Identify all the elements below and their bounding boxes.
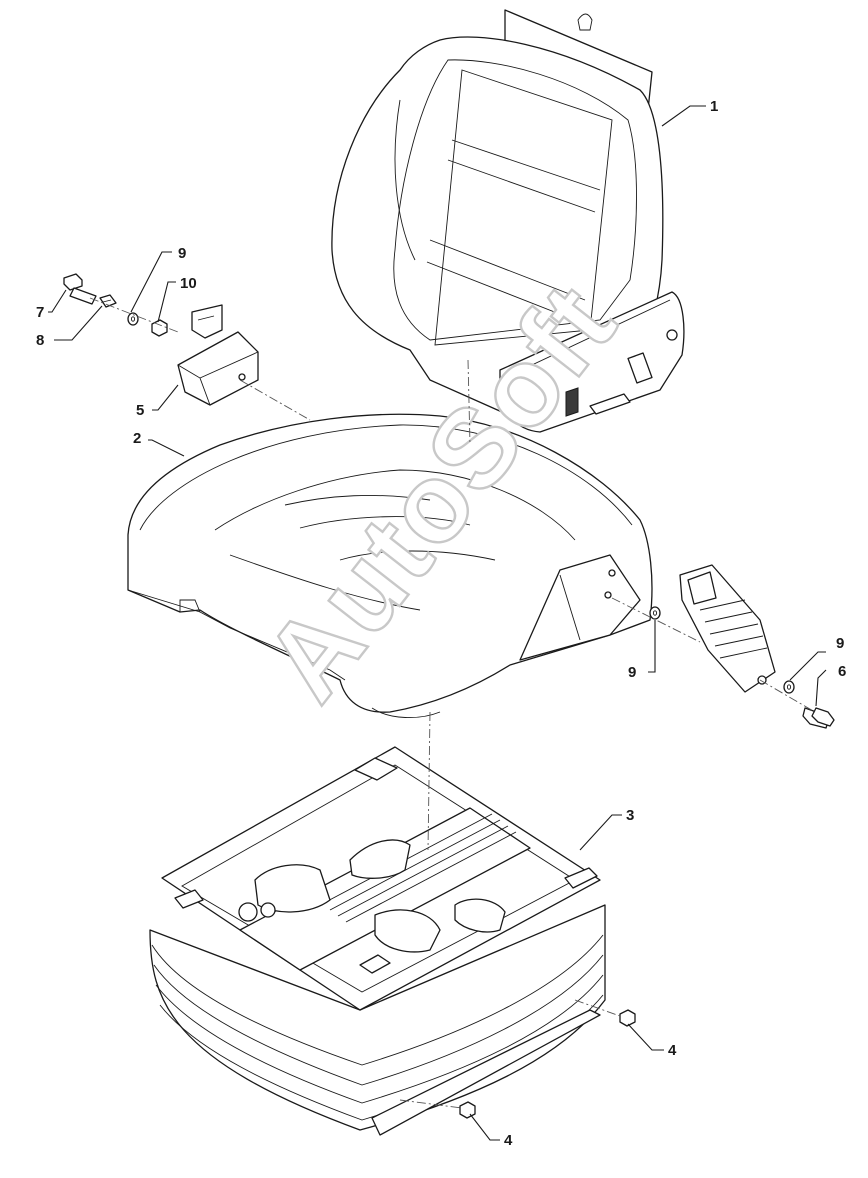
callout-8: 8: [36, 332, 44, 349]
callout-10: 10: [180, 275, 197, 292]
backrest: [331, 9, 685, 433]
callout-9-upper: 9: [178, 245, 186, 262]
washer-9-left: [127, 312, 139, 326]
washer-9-right: [783, 680, 795, 694]
nut-4-lower: [459, 1101, 476, 1119]
leader-lines: [48, 105, 827, 1141]
callout-9-right: 9: [836, 635, 844, 652]
callout-7: 7: [36, 304, 44, 321]
callout-2: 2: [133, 430, 141, 447]
belt-tongue: [679, 564, 776, 693]
nut-4-upper: [619, 1009, 636, 1027]
spacer-8: [99, 294, 117, 308]
callout-4-lower: 4: [504, 1132, 513, 1149]
callout-1: 1: [710, 98, 718, 115]
nut-10: [151, 319, 168, 337]
seat-suspension: [149, 746, 606, 1136]
belt-buckle: [177, 304, 259, 406]
callouts: 1 2 3 4 4 5 6 7 8 9 9 9 10: [36, 98, 846, 1149]
seat-cushion: [127, 413, 653, 719]
bolt-7: [63, 273, 97, 305]
callout-3: 3: [626, 807, 634, 824]
callout-4-upper: 4: [668, 1042, 677, 1059]
bolt-6: [802, 707, 835, 729]
callout-9-middle: 9: [628, 664, 636, 681]
callout-5: 5: [136, 402, 144, 419]
washer-9-middle: [649, 606, 661, 620]
callout-6: 6: [838, 663, 846, 680]
assembly-center-lines: [89, 297, 816, 1109]
